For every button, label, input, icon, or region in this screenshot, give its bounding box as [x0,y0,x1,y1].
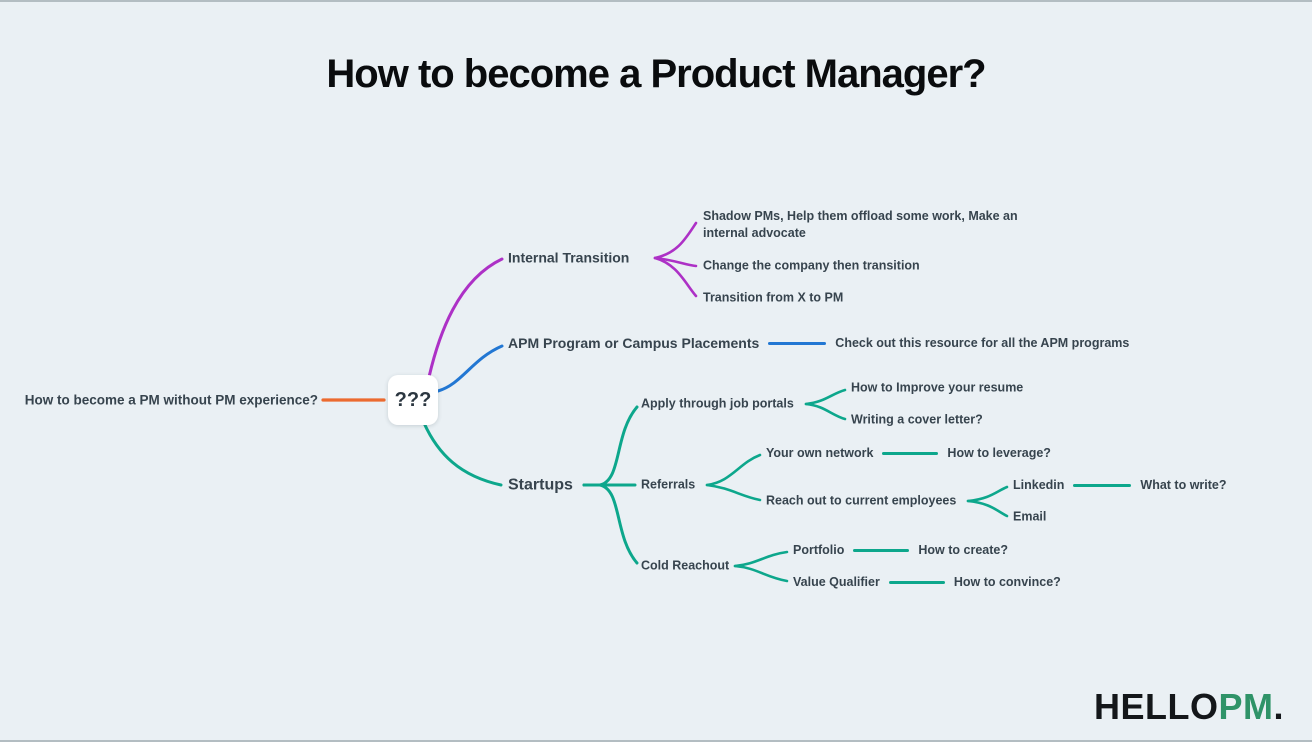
link-internal-to-transition-x [653,256,698,298]
link-startups-to-apply [582,405,639,487]
link-reach-out-to-linkedin [966,485,1009,503]
link-cold-to-value-qualifier [733,564,789,583]
node-how-to-create: How to create? [918,543,1008,557]
node-reach-out-employees: Reach out to current employees [766,493,957,508]
node-email: Email [1013,509,1047,524]
node-cold-reachout: Cold Reachout [641,558,730,573]
node-portfolio: Portfolio [793,543,845,557]
logo-hello: HELLO [1093,686,1219,727]
node-linkedin: Linkedin [1013,478,1065,492]
logo-pm: PM [1218,686,1274,727]
link-center-to-internal-transition [427,257,504,379]
link-reach-out-to-email [966,499,1009,518]
link-value-to-convince [888,580,945,584]
node-shadow-pms: Shadow PMs, Help them offload some work,… [703,209,1018,240]
apm-branch-row: APM Program or Campus Placements Check o… [508,335,1129,351]
node-apm-resource: Check out this resource for all the APM … [835,336,1130,350]
node-change-company: Change the company then transition [703,258,920,273]
node-what-to-write: What to write? [1140,478,1227,492]
link-startups-to-cold-reachout [582,483,639,565]
center-node: ??? [388,375,438,425]
network-row: Your own network How to leverage? [766,446,1051,460]
node-transition-x-to-pm: Transition from X to PM [703,290,844,305]
link-apply-to-resume [804,388,847,406]
link-linkedin-to-what-to-write [1073,483,1132,487]
link-portfolio-to-create [853,548,910,552]
node-how-to-leverage: How to leverage? [947,446,1051,460]
node-apply-job-portals: Apply through job portals [641,396,794,411]
link-cold-to-portfolio [733,550,789,568]
portfolio-row: Portfolio How to create? [793,543,1008,557]
node-referrals: Referrals [641,477,696,492]
node-how-to-convince: How to convince? [953,575,1061,589]
root-question-label: How to become a PM without PM experience… [24,392,318,408]
link-apm-to-resource [768,341,827,345]
link-referrals-to-reach-out [705,483,762,502]
node-your-own-network: Your own network [766,446,874,460]
linkedin-row: Linkedin What to write? [1013,478,1227,492]
hellopm-logo: HELLOPM. [1094,686,1284,728]
node-value-qualifier: Value Qualifier [793,575,880,589]
node-cover-letter: Writing a cover letter? [851,412,983,427]
link-network-to-leverage [882,451,939,455]
logo-dot: . [1273,686,1284,727]
center-node-label: ??? [394,388,432,411]
link-center-to-apm [436,344,504,393]
page-title: How to become a Product Manager? [326,52,986,96]
node-apm-program: APM Program or Campus Placements [508,335,760,351]
node-improve-resume: How to Improve your resume [851,380,1024,395]
link-apply-to-cover-letter [804,402,847,421]
node-startups: Startups [508,476,573,494]
value-qualifier-row: Value Qualifier How to convince? [793,575,1061,589]
link-internal-to-change-company [653,256,698,268]
node-internal-transition: Internal Transition [508,249,630,266]
link-internal-to-shadow-pms [653,221,698,260]
link-referrals-to-network [705,453,762,487]
link-center-to-startups [422,421,503,487]
